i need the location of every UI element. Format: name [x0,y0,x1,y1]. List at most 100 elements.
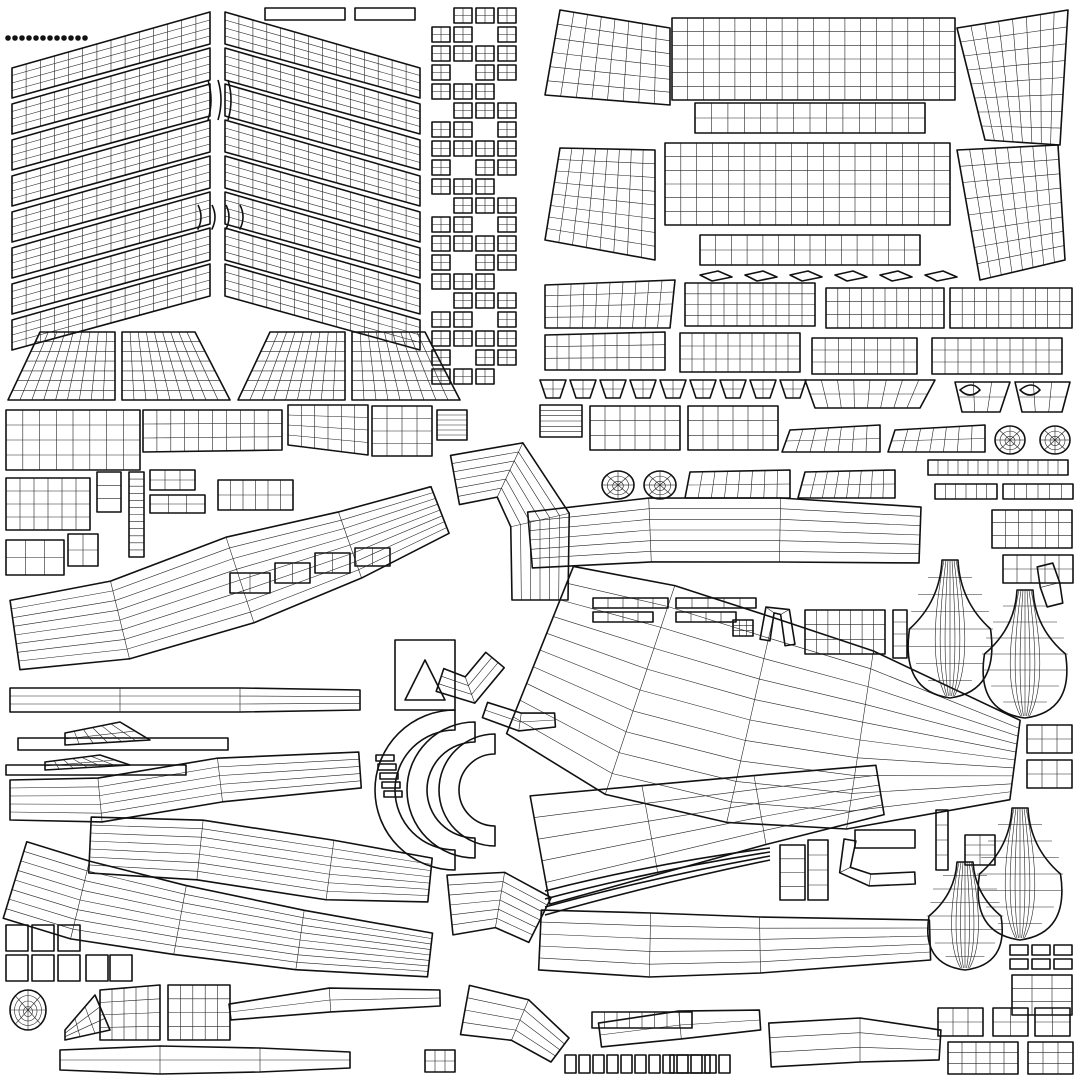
chevron-right-0 [224,11,421,99]
uv-shell-64 [431,368,451,385]
uv-shell-176 [937,1007,984,1037]
uv-shell-25 [431,140,451,157]
uv-shell-135 [167,984,231,1041]
long-shell-5 [2,840,434,978]
uv-shell-80 [689,379,717,399]
uv-shell-168 [964,834,996,866]
uv-shell-180 [1027,1041,1074,1075]
uv-shell-1 [264,7,346,21]
uv-shell-164 [807,839,829,901]
uv-shell-90 [781,424,881,453]
long-shell-2 [9,687,361,713]
uv-shell-125 [31,924,55,952]
chevron-left-6 [11,227,211,315]
vase-4 [926,861,1004,971]
hook-shape [217,79,222,121]
uv-shell-83 [779,379,807,399]
uv-shell-136 [228,987,441,1021]
uv-blob-93 [1039,425,1071,455]
rail-line [544,851,771,900]
uv-shell-71 [544,331,666,371]
long-shell-3 [9,751,363,823]
uv-shell-26 [453,140,473,157]
uv-detail-group [5,35,1041,916]
uv-shell-141 [767,1017,942,1068]
uv-shell-82 [749,379,777,399]
uv-shell-group [2,7,1074,1075]
uv-shell-108 [5,477,91,531]
fin-3 [237,331,346,401]
uv-shell-109 [96,471,122,513]
uv-shell-147 [375,754,395,762]
uv-blob-98 [643,470,677,500]
uv-shell-165 [838,838,917,887]
claw-shape [197,204,202,230]
uv-shell-110 [128,471,145,558]
uv-shell-76 [569,379,597,399]
uv-shell-181 [564,1054,577,1074]
uv-shell-86 [1014,381,1071,413]
uv-shell-37 [497,197,517,214]
uv-shell-177 [992,1007,1029,1037]
tr-left-wing [544,9,671,106]
uv-shell-169 [1009,944,1029,956]
uv-shell-4 [475,7,495,24]
main-fuselage-top [505,565,1021,830]
chevron-left-7 [11,263,211,351]
uv-shell-47 [497,254,517,271]
uv-shell-20 [475,102,495,119]
uv-shell-61 [431,349,451,366]
uv-shell-131 [109,954,133,982]
main-fuselage-bottom [529,764,885,905]
small-wedge [699,270,733,282]
uv-shell-94 [927,459,1069,476]
uv-shell-62 [475,349,495,366]
uv-shell-78 [629,379,657,399]
uv-shell-36 [475,197,495,214]
vase-2 [981,589,1069,719]
hook-shape [227,79,232,121]
uv-shell-88 [589,405,681,451]
uv-shell-30 [475,159,495,176]
uv-shell-15 [497,64,517,81]
uv-shell-68 [684,282,816,327]
uv-dot [33,35,39,41]
uv-shell-29 [431,159,451,176]
uv-shell-55 [453,311,473,328]
uv-shell-59 [475,330,495,347]
uv-shell-19 [453,102,473,119]
uv-shell-81 [719,379,747,399]
vase-3 [976,807,1064,941]
uv-shell-157 [804,609,886,655]
uv-shell-102 [1002,554,1074,584]
uv-dot [54,35,60,41]
center-shell-b [526,497,922,569]
uv-dot [82,35,88,41]
uv-shell-11 [475,45,495,62]
uv-shell-72 [679,332,801,373]
uv-shell-12 [497,45,517,62]
uv-shell-170 [1031,944,1051,956]
small-wedge [834,270,868,282]
uv-shell-6 [431,26,451,43]
arch-shell-1 [406,721,476,859]
uv-shell-46 [475,254,495,271]
uv-dot [68,35,74,41]
uv-shell-113 [217,479,294,511]
uv-shell-158 [892,609,908,659]
uv-shell-52 [475,292,495,309]
uv-shell-3 [453,7,473,24]
uv-shell-127 [5,954,29,982]
uv-shell-18 [475,83,495,100]
uv-shell-192 [718,1054,731,1074]
mr-center [664,142,951,226]
uv-shell-142 [597,1009,762,1048]
belly-strip [537,909,932,978]
uv-shell-150 [381,781,401,789]
mr-left-wing [544,147,656,261]
uv-shell-126 [57,924,81,952]
uv-shell-103 [5,409,141,471]
uv-shell-159 [759,606,796,647]
fin-1 [7,331,116,401]
uv-shell-115 [67,533,99,567]
